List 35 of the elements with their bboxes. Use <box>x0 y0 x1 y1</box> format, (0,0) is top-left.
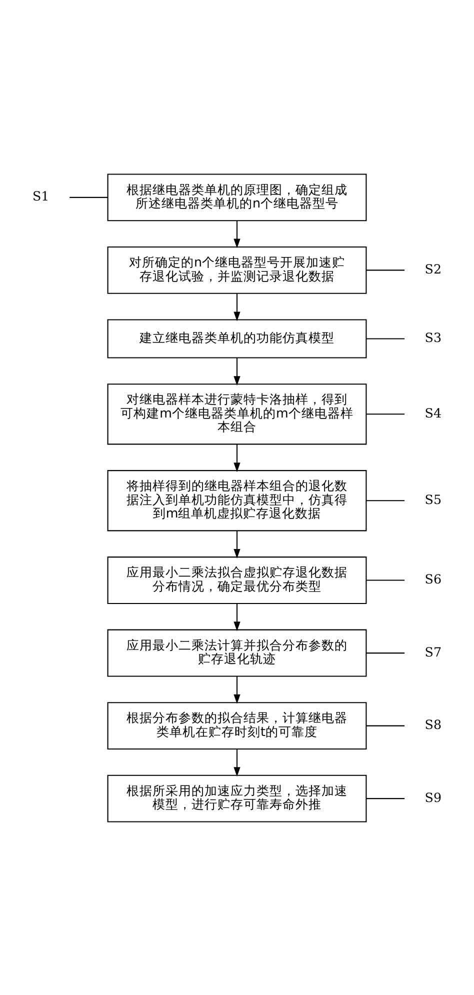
arrow <box>234 748 240 776</box>
connector <box>366 724 405 726</box>
arrow <box>234 530 240 558</box>
node-text: S6 <box>424 571 442 586</box>
node-box: 对所确定的n个继电器型号开展加速贮存退化试验，并监测记录退化数据 <box>107 246 367 294</box>
node-box: 建立继电器类单机的功能仿真模型 <box>107 318 367 358</box>
node-text: S7 <box>424 644 442 659</box>
node-box: 根据所采用的加速应力类型，选择加速模型，进行贮存可靠寿命外推 <box>107 774 367 822</box>
node-box: 根据继电器类单机的原理图，确定组成所述继电器类单机的n个继电器型号 <box>107 173 367 221</box>
connector <box>366 269 405 270</box>
node-box: 将抽样得到的继电器样本组合的退化数据注入到单机功能仿真模型中，仿真得到m组单机虚拟贮存退化数据 <box>107 470 367 531</box>
node-box: 应用最小二乘法拟合虚拟贮存退化数据分布情况，确定最优分布类型 <box>107 556 367 604</box>
node-text: S9 <box>424 789 442 804</box>
connector <box>366 798 405 799</box>
connector <box>366 413 405 414</box>
arrow <box>234 293 240 321</box>
node-text: S5 <box>424 491 442 506</box>
connector <box>366 500 405 501</box>
node-text: S2 <box>424 260 442 276</box>
node-box: 应用最小二乘法计算并拟合分布参数的贮存退化轨迹 <box>107 628 367 676</box>
connector <box>70 196 108 198</box>
node-box: 对继电器样本进行蒙特卡洛抽样，得到可构建m个继电器类单机的m个继电器样本组合 <box>107 383 367 444</box>
connector <box>366 579 405 580</box>
connector <box>366 338 405 339</box>
node-text: S4 <box>424 404 442 420</box>
arrow <box>234 676 240 704</box>
node-text: S3 <box>424 330 442 345</box>
node-text: S8 <box>424 716 442 732</box>
arrow <box>234 603 240 631</box>
node-text: S1 <box>32 188 50 204</box>
arrow <box>234 357 240 386</box>
connector <box>366 652 405 654</box>
arrow <box>234 220 240 248</box>
arrow <box>234 444 240 472</box>
node-box: 根据分布参数的拟合结果，计算继电器类单机在贮存时刻t的可靠度 <box>107 702 367 750</box>
